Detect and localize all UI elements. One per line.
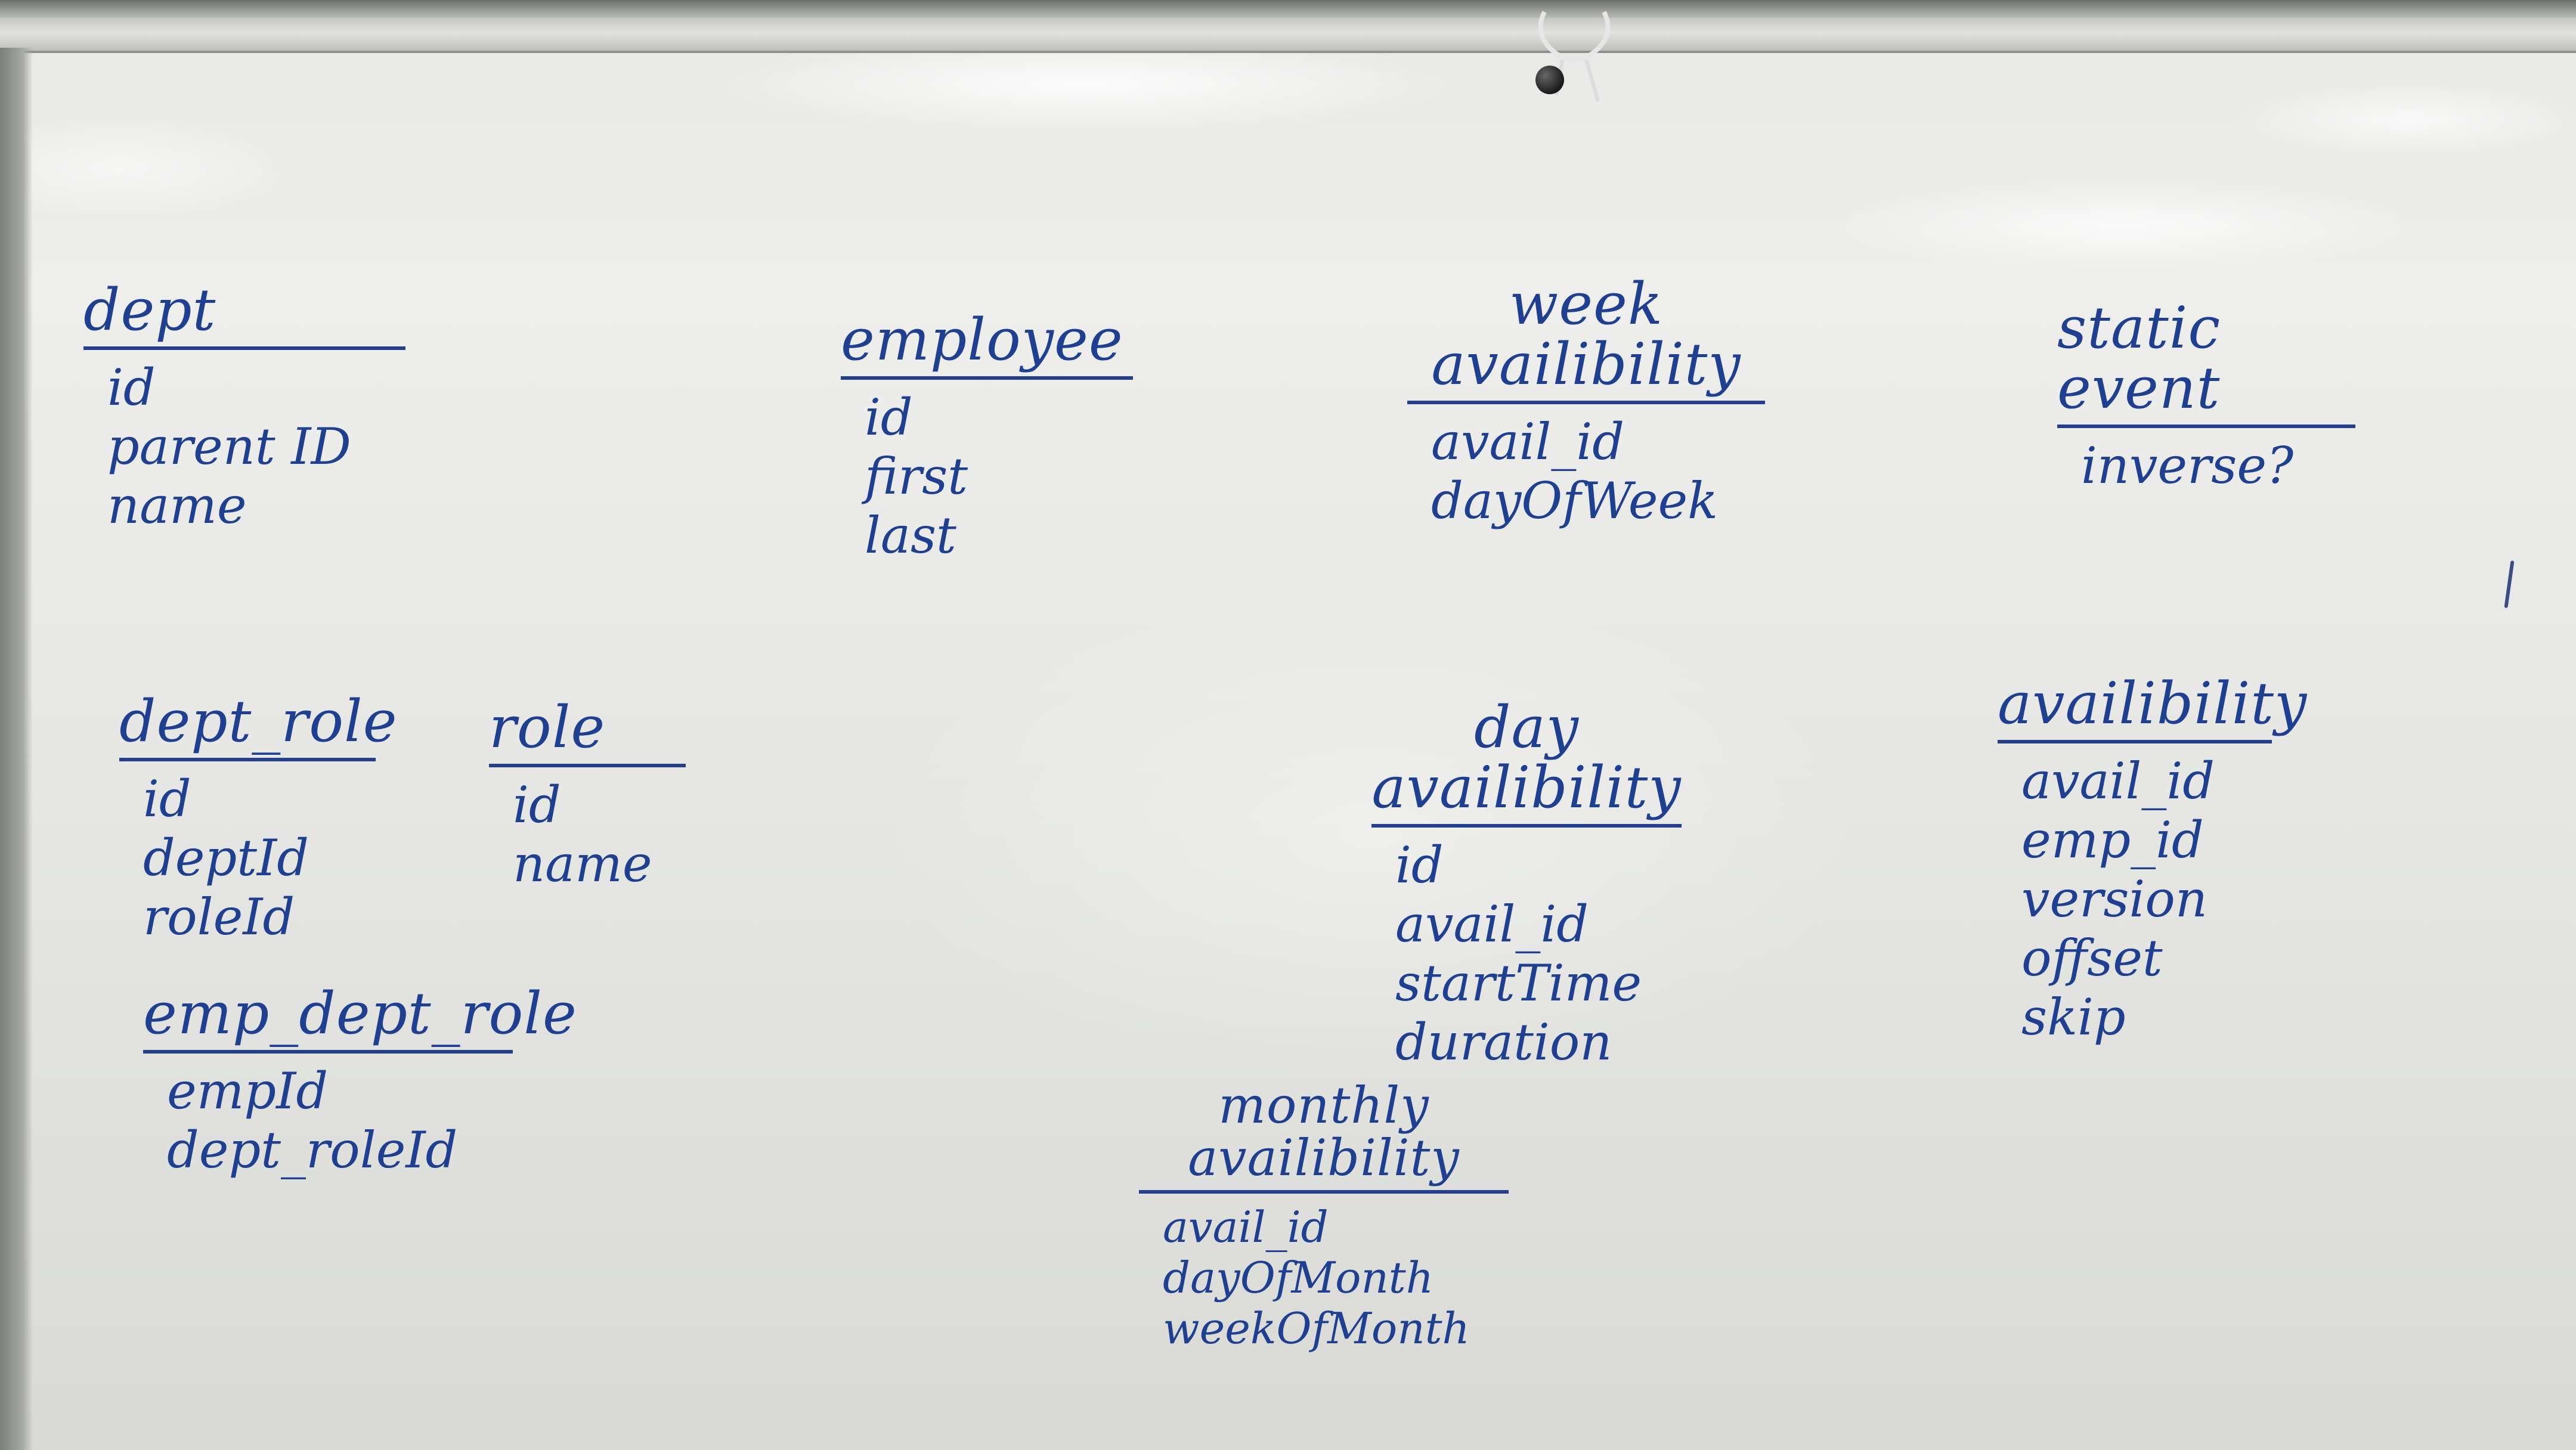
entity-static-event: static event inverse? bbox=[2057, 298, 2355, 495]
entity-field: avail_id bbox=[1163, 1202, 1329, 1253]
entity-field: id bbox=[143, 769, 191, 828]
entity-field: weekOfMonth bbox=[1163, 1303, 1470, 1354]
entity-field: id bbox=[1395, 835, 1444, 894]
entity-title: dept_role bbox=[119, 692, 397, 761]
entity-field: roleId bbox=[143, 888, 295, 947]
whiteboard-top-rail bbox=[0, 18, 2576, 53]
whiteboard-top-tray bbox=[0, 0, 2576, 18]
entity-title: week availibility bbox=[1407, 274, 1765, 404]
entity-field: dayOfMonth bbox=[1163, 1253, 1434, 1303]
entity-field: empId bbox=[167, 1061, 329, 1120]
entity-title: role bbox=[489, 698, 686, 767]
entity-field: id bbox=[107, 358, 156, 417]
entity-field: avail_id bbox=[1395, 894, 1589, 953]
entity-field: dept_roleId bbox=[167, 1120, 458, 1179]
entity-field: deptId bbox=[143, 828, 309, 887]
entity-field: name bbox=[107, 476, 247, 535]
entity-field: first bbox=[865, 447, 968, 506]
entity-field: last bbox=[865, 506, 956, 565]
entity-dept-role: dept_role id deptId roleId bbox=[119, 692, 397, 947]
stray-marker-stroke bbox=[2504, 560, 2515, 609]
entity-title: employee bbox=[841, 310, 1133, 380]
entity-field: avail_id bbox=[2021, 751, 2215, 810]
entity-field: name bbox=[513, 834, 652, 893]
entity-employee: employee id first last bbox=[841, 310, 1133, 565]
entity-field: id bbox=[513, 775, 561, 834]
entity-title: dept bbox=[83, 280, 405, 350]
entity-week-availability: week availibility avail_id dayOfWeek bbox=[1407, 274, 1765, 531]
entity-monthly-availability: monthly availibility avail_id dayOfMonth… bbox=[1139, 1079, 1509, 1354]
entity-day-availability: day availibility id avail_id startTime d… bbox=[1371, 698, 1682, 1072]
entity-title: static event bbox=[2057, 298, 2355, 428]
entity-title: day availibility bbox=[1371, 698, 1682, 828]
entity-title: availibility bbox=[1998, 674, 2306, 743]
magnet-pin-icon bbox=[1535, 66, 1564, 94]
entity-field: avail_id bbox=[1431, 412, 1624, 471]
entity-field: dayOfWeek bbox=[1431, 471, 1719, 530]
whiteboard-left-frame bbox=[0, 48, 33, 1450]
entity-title: emp_dept_role bbox=[143, 984, 577, 1054]
entity-field: inverse? bbox=[2081, 436, 2294, 495]
entity-dept: dept id parent ID name bbox=[83, 280, 405, 535]
entity-field: skip bbox=[2021, 988, 2126, 1047]
entity-role: role id name bbox=[489, 698, 686, 894]
entity-field: emp_id bbox=[2021, 810, 2204, 869]
entity-field: id bbox=[865, 388, 913, 447]
entity-field: startTime bbox=[1395, 953, 1642, 1012]
entity-field: duration bbox=[1395, 1012, 1612, 1071]
entity-field: offset bbox=[2021, 929, 2163, 988]
entity-availibility: availibility avail_id emp_id version off… bbox=[1998, 674, 2306, 1047]
entity-emp-dept-role: emp_dept_role empId dept_roleId bbox=[143, 984, 577, 1180]
entity-field: parent ID bbox=[107, 417, 351, 476]
entity-title: monthly availibility bbox=[1139, 1079, 1509, 1194]
entity-field: version bbox=[2021, 870, 2207, 929]
binder-clip-icon bbox=[1538, 11, 1611, 102]
